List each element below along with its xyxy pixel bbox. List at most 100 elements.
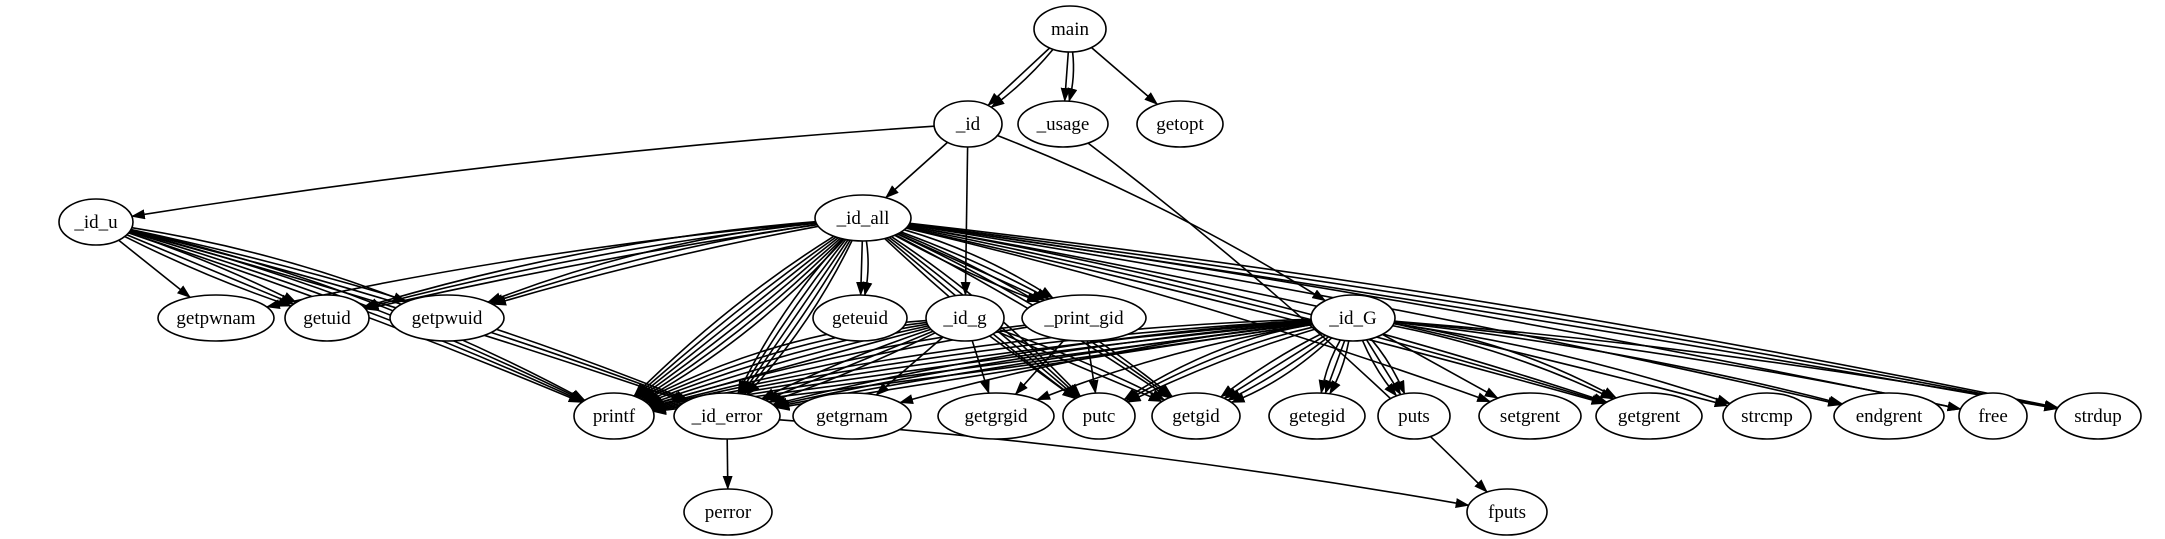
node-ellipse	[925, 294, 1005, 342]
edge-line	[131, 226, 408, 303]
edge-line	[960, 146, 971, 296]
edge-line	[124, 235, 293, 307]
edge-_id_g-to-getgid	[996, 330, 1163, 403]
edge-line	[1220, 332, 1323, 398]
node-print-gid: _print_gid	[1021, 294, 1147, 342]
edge-line	[884, 141, 949, 199]
edge-_id-to-_id_G	[997, 134, 1327, 302]
node-ellipse	[814, 194, 912, 242]
node-ellipse	[1268, 392, 1366, 440]
edge-line	[773, 321, 1312, 408]
edge-line	[771, 319, 1312, 407]
node-ellipse	[812, 294, 908, 342]
edge-_id_all-to-getpwuid	[492, 225, 819, 306]
edge-_usage-to-fputs	[1087, 142, 1488, 493]
edge-_print_gid-to-getgrgid	[1014, 339, 1065, 396]
node-ellipse	[1466, 488, 1548, 536]
edge-line	[1060, 51, 1071, 102]
edge-_id_G-to-printf	[650, 318, 1312, 410]
node-ellipse	[1377, 392, 1451, 440]
edge-line	[990, 48, 1054, 108]
edge-line	[1392, 324, 1615, 400]
node-label: putc	[1083, 406, 1116, 427]
edge-_id_G-to-getgrgid	[1036, 323, 1313, 401]
edge-_id_G-to-_id_error	[771, 319, 1312, 407]
edge-main-to-getopt	[1090, 46, 1159, 106]
node-getpwnam: getpwnam	[157, 294, 275, 342]
edge-line	[633, 235, 835, 397]
edge-_id-to-_id_all	[884, 141, 949, 199]
node-ellipse	[389, 294, 505, 342]
edge-line	[492, 225, 819, 306]
node-label: getopt	[1156, 114, 1204, 135]
edge-line	[1086, 340, 1099, 395]
edge-line	[739, 238, 847, 395]
edge-line	[126, 234, 295, 305]
edge-_id_all-to-getpwuid	[489, 223, 818, 304]
edge-_id_all-to-strdup	[909, 222, 2059, 410]
edge-_id_all-to-geteuid	[862, 240, 873, 297]
edge-line	[737, 238, 844, 395]
node-strcmp: strcmp	[1722, 392, 1812, 440]
node-puts: puts	[1377, 392, 1451, 440]
edge-line	[905, 227, 1492, 403]
edge-_id-to-_id_g	[960, 146, 971, 296]
edge-main-to-_usage	[1060, 51, 1071, 102]
edge-_id_G-to-putc	[1126, 328, 1317, 403]
edge-line	[1125, 326, 1315, 402]
edge-line	[746, 240, 853, 396]
edge-line	[487, 222, 817, 303]
node-label: perror	[705, 502, 752, 523]
edge-_id_all-to-getpwuid	[487, 222, 817, 303]
node-label: _id_error	[691, 406, 763, 427]
edge-_id-to-_id_u	[130, 125, 935, 220]
edge-line	[862, 240, 873, 297]
edge-line	[1393, 322, 1732, 405]
node-ellipse	[1033, 5, 1107, 53]
edge-line	[650, 319, 1312, 411]
edge-line	[909, 223, 2059, 411]
edge-_id_all-to-printf	[640, 238, 843, 400]
node-setgrent: setgrent	[1478, 392, 1582, 440]
node-id: _id	[933, 100, 1003, 148]
edge-_id_u-to-getpwuid	[131, 226, 408, 303]
edge-_id_G-to-puts	[1365, 339, 1402, 396]
node-getgrent: getgrent	[1595, 392, 1703, 440]
edge-line	[1394, 321, 1844, 406]
edge-_id_G-to-_id_error	[773, 321, 1312, 408]
node-getpwuid: getpwuid	[389, 294, 505, 342]
node-putc: putc	[1062, 392, 1136, 440]
node-id-G: _id_G	[1310, 294, 1396, 342]
edge-_id_all-to-getpwnam	[265, 221, 816, 310]
edge-line	[1087, 142, 1488, 493]
edge-_id_G-to-getgid	[1230, 337, 1333, 404]
node-ellipse	[1722, 392, 1812, 440]
edge-_print_gid-to-putc	[1086, 340, 1099, 395]
edge-line	[1365, 339, 1402, 396]
edge-line	[1223, 334, 1326, 400]
node-ellipse	[792, 392, 912, 440]
edge-line	[362, 220, 816, 309]
node-strdup: strdup	[2054, 392, 2142, 440]
edge-_id_all-to-_id_error	[743, 239, 851, 396]
edge-_id_all-to-printf	[633, 235, 835, 397]
edge-line	[743, 239, 851, 396]
node-ellipse	[2054, 392, 2142, 440]
node-geteuid: geteuid	[812, 294, 908, 342]
node-ellipse	[933, 100, 1003, 148]
node-label: getuid	[303, 308, 351, 329]
node-fputs: fputs	[1466, 488, 1548, 536]
node-usage: _usage	[1017, 100, 1109, 148]
edge-line	[900, 231, 1050, 300]
node-label: endgrent	[1856, 406, 1923, 427]
edge-_id_G-to-puts	[1361, 340, 1398, 397]
node-id-all: _id_all	[814, 194, 912, 242]
node-label: _usage	[1036, 114, 1090, 135]
node-getgrgid: getgrgid	[937, 392, 1055, 440]
edge-_id_all-to-strdup	[909, 223, 2059, 411]
edge-_id_all-to-getgrent	[907, 225, 1608, 403]
node-ellipse	[1021, 294, 1147, 342]
edge-line	[1394, 320, 2059, 411]
node-ellipse	[1310, 294, 1396, 342]
edge-_id_all-to-_id_error	[737, 238, 844, 395]
